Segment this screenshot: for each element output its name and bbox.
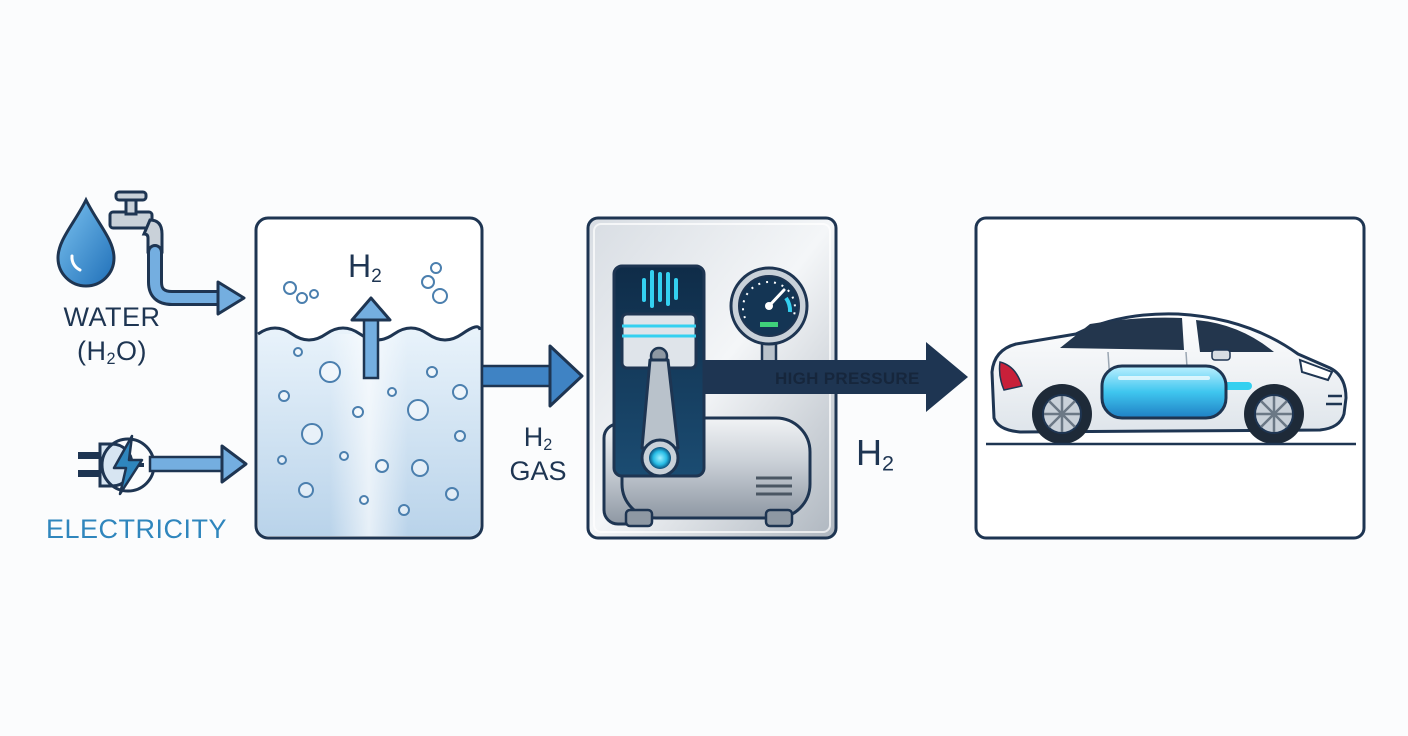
pressure-gauge-icon bbox=[729, 266, 809, 376]
gas-word: GAS bbox=[509, 456, 567, 486]
high-pressure-label: HIGH PRESSURE bbox=[775, 369, 920, 388]
h2-compressed-label: H2 bbox=[856, 432, 895, 476]
hydrogen-tank-icon bbox=[1100, 364, 1252, 420]
electricity-flow-arrow bbox=[148, 444, 248, 484]
water-drop-icon bbox=[56, 196, 116, 288]
water-label-line1: WATER bbox=[63, 302, 161, 332]
car-icon bbox=[986, 312, 1356, 446]
h2-gas-transfer-arrow bbox=[480, 344, 584, 408]
hydrogen-rise-arrow bbox=[350, 296, 392, 380]
water-label-formula: (H2O) bbox=[76, 336, 147, 369]
high-pressure-arrow bbox=[704, 342, 968, 412]
h2-gas-symbol: H2 bbox=[523, 422, 553, 455]
faucet-icon bbox=[108, 190, 164, 254]
water-flow-arrow bbox=[147, 244, 230, 306]
electricity-label: ELECTRICITY bbox=[46, 514, 228, 544]
bubbles bbox=[277, 262, 468, 516]
piston-icon bbox=[612, 264, 706, 478]
h2-electrolyzer-label: H2 bbox=[348, 248, 382, 287]
water-label: WATER (H2O) bbox=[52, 300, 172, 368]
h2-gas-label: H2 GAS bbox=[498, 420, 578, 488]
